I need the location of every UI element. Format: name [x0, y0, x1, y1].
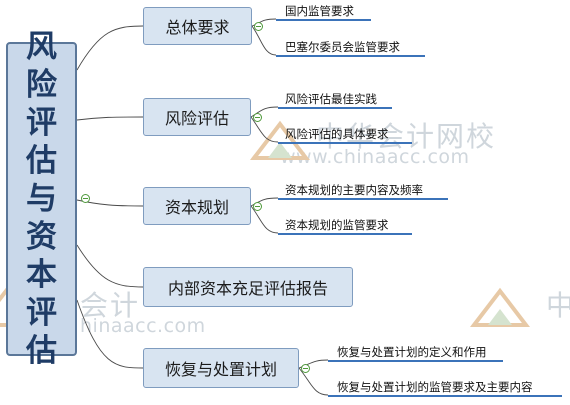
- collapse-toggle-branch-2[interactable]: [253, 113, 262, 122]
- leaf-node[interactable]: 巴塞尔委员会监管要求: [285, 40, 400, 54]
- branch-node-icaap-report[interactable]: 内部资本充足评估报告: [143, 267, 353, 307]
- collapse-toggle-root[interactable]: [81, 194, 90, 203]
- branch-node-capital-planning[interactable]: 资本规划: [143, 187, 251, 225]
- root-node[interactable]: 风险评估与资本评估: [6, 29, 77, 369]
- leaf-node[interactable]: 恢复与处置计划的监管要求及主要内容: [337, 380, 533, 394]
- branch-node-overall-requirements[interactable]: 总体要求: [143, 7, 252, 45]
- branch-node-risk-assessment[interactable]: 风险评估: [143, 98, 251, 136]
- branch-node-label: 风险评估: [164, 109, 229, 128]
- watermark-logo-icon-2: [470, 287, 530, 327]
- leaf-node[interactable]: 风险评估的具体要求: [285, 127, 389, 141]
- connector-root-branch-4: [76, 244, 144, 288]
- connector-root-branch-5: [76, 299, 144, 369]
- collapse-toggle-branch-3[interactable]: [253, 202, 262, 211]
- branch-node-label: 资本规划: [164, 198, 229, 217]
- branch-node-label: 内部资本充足评估报告: [167, 279, 328, 298]
- branch-node-label: 总体要求: [165, 18, 230, 37]
- collapse-toggle-branch-5[interactable]: [301, 364, 310, 373]
- leaf-node[interactable]: 资本规划的主要内容及频率: [285, 183, 423, 197]
- branch-node-label: 恢复与处置计划: [164, 360, 277, 379]
- watermark-logo-icon: [250, 120, 310, 160]
- leaf-node[interactable]: 风险评估最佳实践: [285, 92, 377, 106]
- collapse-toggle-branch-1[interactable]: [254, 22, 263, 31]
- leaf-node[interactable]: 资本规划的监管要求: [285, 218, 389, 232]
- root-node-label: 风险评估与资本评估: [26, 29, 57, 369]
- leaf-node[interactable]: 恢复与处置计划的定义和作用: [337, 345, 487, 359]
- branch-node-recovery-resolution[interactable]: 恢复与处置计划: [143, 348, 299, 388]
- connector-root-branch-1: [76, 25, 144, 71]
- leaf-node[interactable]: 国内监管要求: [285, 4, 354, 18]
- connector-root-branch-2: [76, 116, 144, 121]
